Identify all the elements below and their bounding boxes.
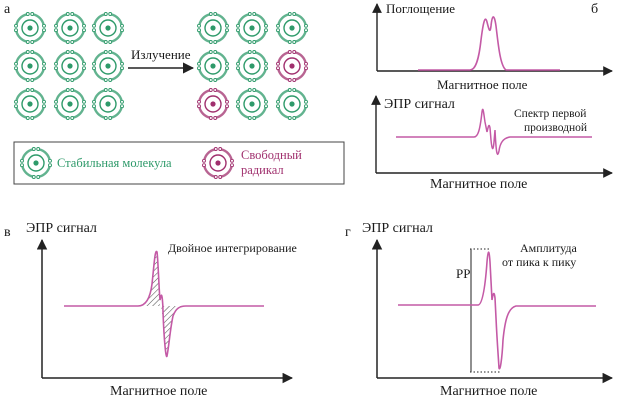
- pp-label: PP: [456, 266, 471, 281]
- stable-molecule-icon: [14, 50, 46, 82]
- panel-a-letter: а: [4, 2, 11, 17]
- derivative-note-line2: производной: [524, 122, 588, 134]
- stable-molecule-icon: [20, 147, 52, 179]
- stable-molecule-icon: [54, 12, 86, 44]
- free-radical-icon: [202, 147, 234, 179]
- integration-y-label: ЭПР сигнал: [26, 221, 97, 236]
- molecule-grid-after-irradiation: [197, 12, 308, 120]
- stable-molecule-icon: [92, 12, 124, 44]
- stable-molecule-icon: [14, 12, 46, 44]
- stable-molecule-icon: [276, 12, 308, 44]
- derivative-y-label: ЭПР сигнал: [384, 97, 455, 112]
- absorption-curve: [418, 16, 560, 71]
- stable-molecule-icon: [197, 12, 229, 44]
- panel-b-letter: б: [591, 2, 599, 17]
- stable-molecule-icon: [20, 147, 52, 179]
- integrated-area-negative: [161, 306, 186, 357]
- integration-curve: [64, 250, 264, 358]
- derivative-note-line1: Спектр первой: [514, 108, 587, 120]
- stable-molecule-icon: [92, 50, 124, 82]
- stable-molecule-icon: [236, 88, 268, 120]
- integration-x-label: Магнитное поле: [110, 384, 208, 399]
- stable-molecule-icon: [54, 50, 86, 82]
- amplitude-note-line1: Амплитуда: [520, 241, 577, 255]
- stable-molecule-icon: [276, 88, 308, 120]
- derivative-curve: [396, 108, 592, 156]
- panel-c-letter: в: [4, 225, 11, 240]
- derivative-plot: [371, 95, 613, 178]
- free-radical-icon: [202, 147, 234, 179]
- absorption-x-label: Магнитное поле: [437, 77, 528, 92]
- amplitude-note-line2: от пика к пику: [502, 255, 577, 269]
- free-radical-icon: [197, 88, 229, 120]
- peak-to-peak-plot: [371, 238, 614, 384]
- amplitude-y-label: ЭПР сигнал: [362, 221, 433, 236]
- absorption-plot: [372, 3, 613, 76]
- free-radical-icon: [276, 50, 308, 82]
- stable-molecule-icon: [197, 50, 229, 82]
- irradiation-label: Излучение: [131, 47, 191, 62]
- stable-molecule-icon: [54, 88, 86, 120]
- legend-box: [13, 141, 345, 185]
- absorption-y-label: Поглощение: [386, 1, 456, 16]
- stable-molecule-label: Стабильная молекула: [57, 156, 172, 170]
- stable-molecule-icon: [236, 12, 268, 44]
- free-radical-label-line1: Свободный: [241, 148, 302, 162]
- molecule-grid-before-irradiation: [14, 12, 124, 120]
- amplitude-x-label: Магнитное поле: [440, 384, 538, 399]
- stable-molecule-icon: [14, 88, 46, 120]
- free-radical-label-line2: радикал: [241, 163, 284, 177]
- integration-note: Двойное интегрирование: [168, 241, 297, 255]
- stable-molecule-icon: [236, 50, 268, 82]
- stable-molecule-icon: [92, 88, 124, 120]
- double-integration-plot: [36, 238, 294, 384]
- derivative-x-label: Магнитное поле: [430, 177, 528, 192]
- amplitude-curve: [398, 251, 596, 370]
- panel-d-letter: г: [345, 225, 351, 240]
